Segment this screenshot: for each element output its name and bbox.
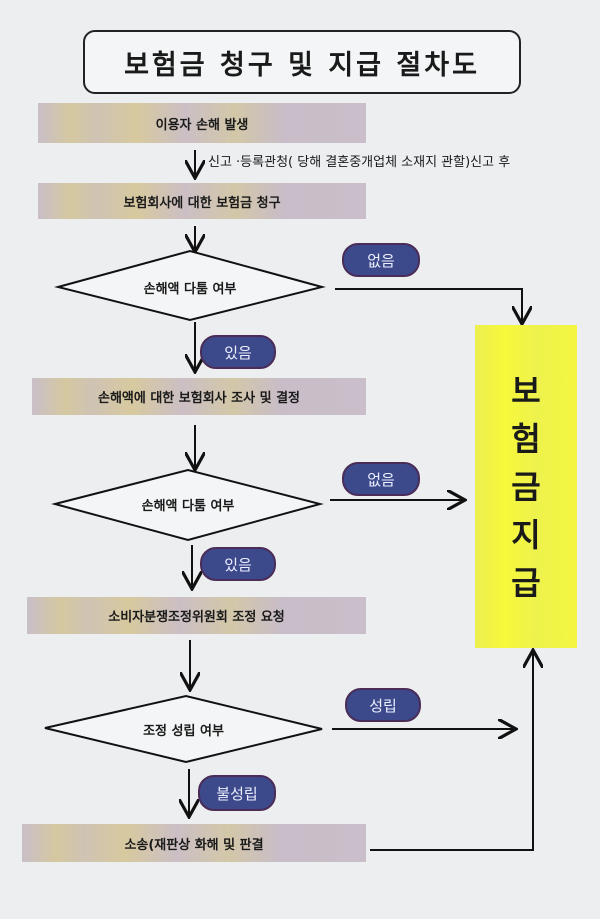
insurance-payment-box: 보 험 금 지 급 [475, 325, 577, 648]
step-insurance-claim: 보험회사에 대한 보험금 청구 [38, 183, 366, 219]
final-char: 금 [511, 467, 541, 506]
label-no-2: 없음 [342, 462, 420, 496]
decision-diamond-2 [51, 468, 324, 542]
decision-diamond-1 [54, 249, 326, 322]
decision-1-label: 손해액 다툼 여부 [143, 281, 237, 297]
final-char: 급 [511, 563, 541, 602]
final-char: 보 [511, 371, 541, 410]
step-damage-occurs: 이용자 손해 발생 [38, 103, 366, 143]
page-title: 보험금 청구 및 지급 절차도 [83, 30, 521, 94]
report-note: 신고 ·등록관청( 당해 결혼중개업체 소재지 관할)신고 후 [208, 155, 511, 170]
decision-2-label: 손해액 다툼 여부 [141, 498, 235, 514]
step-lawsuit: 소송(재판상 화해 및 판결 [22, 824, 366, 862]
label-yes-2: 있음 [200, 547, 276, 581]
step-investigation: 손해액에 대한 보험회사 조사 및 결정 [32, 378, 366, 415]
label-established: 성립 [345, 688, 421, 722]
decision-diamond-3 [44, 694, 323, 764]
final-char: 험 [511, 419, 541, 458]
step-mediation-request: 소비자분쟁조정위원회 조정 요청 [27, 597, 366, 634]
label-no-1: 없음 [342, 243, 420, 277]
label-yes-1: 있음 [200, 335, 276, 369]
final-char: 지 [511, 515, 541, 554]
decision-3-label: 조정 성립 여부 [143, 723, 224, 739]
label-not-established: 불성립 [198, 775, 276, 811]
